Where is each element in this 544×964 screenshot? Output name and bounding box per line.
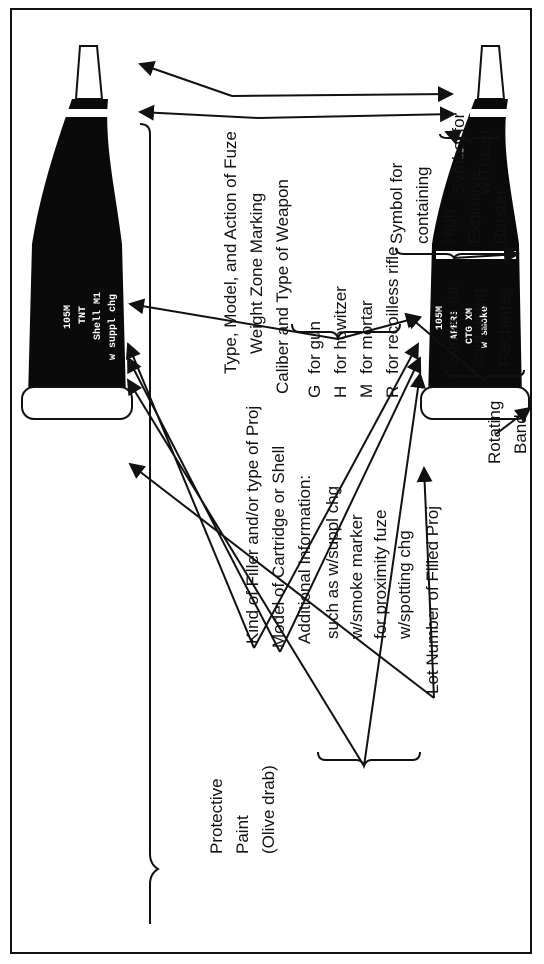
weapon-desc-m: for mortar [357,300,376,374]
brace-protective [139,123,160,924]
weapon-code-g: G [305,385,324,398]
label-filler: Kind of Filler and/or type of Proj [243,406,262,644]
label-additional-line-2: w/smoke marker [347,514,366,640]
label-fuze: Type, Model, and Action of Fuze [221,131,240,374]
arrow-additional-left [126,378,365,767]
label-he-1: Symbol for [387,162,406,244]
arrow-tracer [444,130,471,145]
shell-left-line-2: TNT [78,306,89,324]
shell-right-line-1: 105M [435,306,446,330]
arrow-filler-left [125,342,255,649]
shell-right-line-3: CTG XM [465,308,476,344]
weapon-code-m: M [357,384,376,398]
arrow-model-right [279,356,422,653]
arrow-band [495,406,532,435]
label-model: Model of Cartridge or Shell [269,446,288,648]
label-additional-line-3: for proximity fuze [371,510,390,639]
shell-right-line-4: w smoke [479,306,491,348]
arrow-caliber-left [128,298,339,340]
arrow-lot-right [416,466,435,699]
arrows [125,61,532,767]
label-band-1: Rotating [485,401,504,464]
label-he-2: containing [413,166,432,244]
rotating-band-left [21,386,133,420]
label-band-2: Band [511,414,530,454]
projectile-body-left [28,99,126,399]
label-protective-1: Protective [207,778,226,854]
projectile-body-right [428,99,522,399]
shell-left-line-3: Shell M1 [92,292,104,340]
arrow-filler-right [253,342,419,649]
shell-right-lot: PA 1 2 [445,431,456,467]
weapon-desc-g: for gun [305,321,324,374]
shell-left: ■■■ 105M TNT Shell M1 w suppl chg WA 3-3 [21,45,133,461]
arrow-fuze-left [138,61,233,97]
weapon-code-h: H [331,386,350,398]
arrow-fuze-right [231,86,454,103]
top-labels: Symbol for w/Tracer Symbol for containin… [387,112,530,464]
arrow-he [453,246,520,263]
shell-left-line-1: 105M [63,305,74,329]
tracer-symbol [433,130,440,137]
label-protective-3: (Olive drab) [259,765,278,854]
label-flech-1: Symbol for [443,284,462,366]
shell-left-lot: WA 3-3 [53,425,64,461]
label-he-4: Explosive [465,171,484,244]
brace-additional [317,751,421,770]
label-he-5: Burster [491,189,510,244]
fuze-tip-left [74,45,104,100]
weapon-desc-h: for howitzer [331,286,350,374]
label-he-3: High [439,209,458,244]
weight-zone-band-right [470,109,514,117]
weight-zone-marks-right: │ │ │ [436,147,466,160]
arrow-weight-right [257,106,456,123]
arrow-lot-left [128,462,435,699]
label-flech-2: containing [469,288,488,366]
label-tracer-2: w/Tracer [475,128,494,195]
label-weight-zone: Weight Zone Marking [247,193,266,354]
label-additional-title: Additional Information: [295,475,314,644]
label-additional-line-4: w/spotting chg [395,530,414,640]
weapon-desc-r: for recoilless rifle [383,246,402,374]
label-caliber: Caliber and Type of Weapon [273,179,292,394]
diagram-border [10,8,532,954]
label-flech-3: Flechettes [495,288,514,366]
center-labels: Type, Model, and Action of Fuze Weight Z… [207,131,442,854]
arrow-additional-right [363,372,426,767]
shell-left-line-4: w suppl chg [107,294,119,360]
label-additional-line-1: such as w/suppl chg [323,486,342,639]
arrow-flechettes [404,312,485,381]
weight-zone-marks-left: ■■■ [36,142,54,153]
label-protective-2: Paint [233,815,252,854]
shell-right-line-2: APERS [450,310,461,340]
rotating-band-right [420,386,530,420]
arrow-weight-left [138,104,259,121]
fuze-tip [476,45,506,100]
shell-right: │ │ │ [374,45,530,467]
weight-zone-band-left [66,109,112,117]
